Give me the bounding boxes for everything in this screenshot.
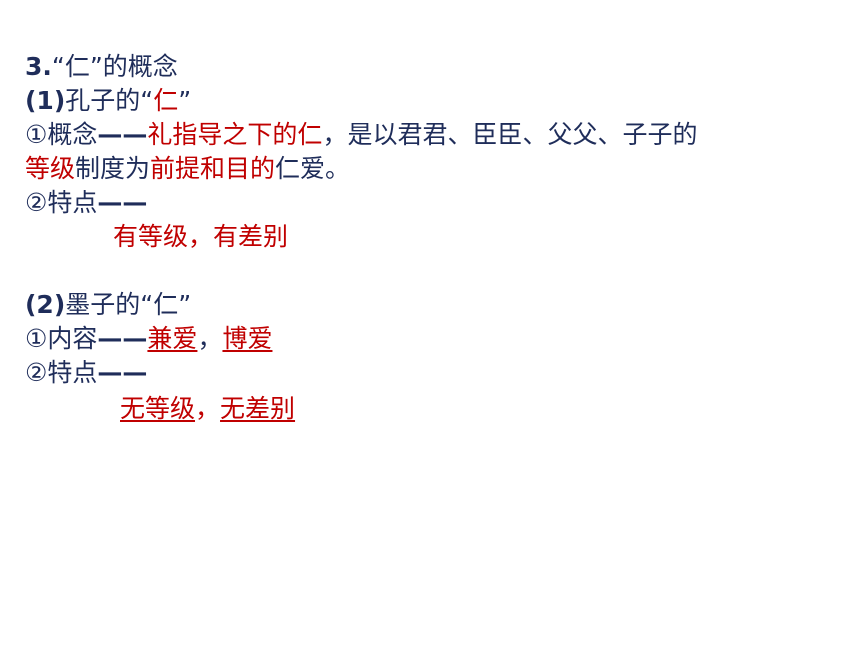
confucius-concept-text-system: 制度为 [75,154,151,183]
mozi-content-dash: —— [97,324,148,353]
section-number: 3. [25,52,52,81]
confucius-feature-value: 有等级，有差别 [113,222,289,251]
mozi-feature-line: ②特点—— [25,356,147,390]
confucius-feature-dash: —— [97,188,148,217]
confucius-label-prefix: 孔子的“ [65,86,154,115]
confucius-label-suffix: ” [178,86,192,115]
confucius-concept-text-end: 仁爱。 [275,154,351,183]
section-title: 3.“仁”的概念 [25,50,178,84]
mozi-number: (2) [25,290,66,319]
confucius-ren: 仁 [153,86,179,115]
confucius-concept-line2: 等级制度为前提和目的仁爱。 [25,152,350,186]
confucius-concept-red-grade: 等级 [25,154,76,183]
mozi-content-value-1: 兼爱 [147,324,198,353]
confucius-feature-line: ②特点—— [25,186,147,220]
confucius-concept-dash: —— [97,120,148,149]
confucius-concept-text: ，是以君君、臣臣、父父、子子的 [322,120,698,149]
mozi-feature-separator: ， [195,394,221,423]
confucius-feature-marker: ②特点 [25,188,98,217]
mozi-content-line: ①内容——兼爱，博爱 [25,322,272,356]
confucius-concept-line1: ①概念——礼指导之下的仁，是以君君、臣臣、父父、子子的 [25,118,697,152]
mozi-feature-value-1: 无等级 [120,394,196,423]
mozi-feature-value-line: 无等级，无差别 [120,392,295,426]
section-title-text: “仁”的概念 [51,52,178,81]
mozi-content-marker: ①内容 [25,324,98,353]
mozi-heading: (2)墨子的“仁” [25,288,191,322]
mozi-feature-value-2: 无差别 [220,394,296,423]
confucius-number: (1) [25,86,66,115]
mozi-content-separator: ， [197,324,223,353]
mozi-content-value-2: 博爱 [222,324,273,353]
mozi-feature-marker: ②特点 [25,358,98,387]
confucius-concept-marker: ①概念 [25,120,98,149]
mozi-label: 墨子的“仁” [65,290,192,319]
confucius-heading: (1)孔子的“仁” [25,84,191,118]
confucius-concept-red: 礼指导之下的仁 [147,120,323,149]
mozi-feature-dash: —— [97,358,148,387]
confucius-feature-value-line: 有等级，有差别 [113,220,288,254]
confucius-concept-red-premise: 前提和目的 [150,154,276,183]
